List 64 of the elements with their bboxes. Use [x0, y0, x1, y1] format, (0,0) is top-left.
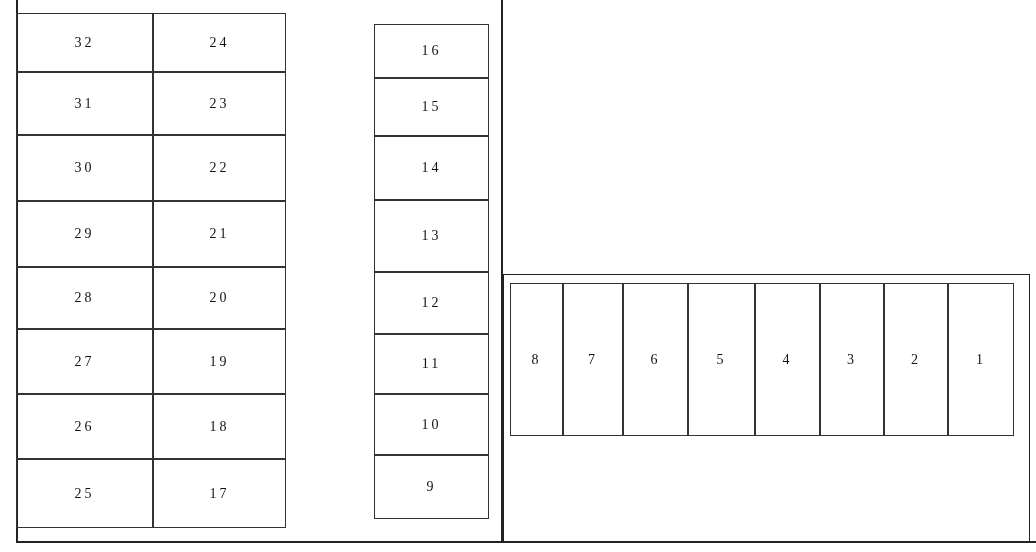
space-number: 6 — [650, 351, 661, 368]
parking-space — [374, 272, 489, 334]
space-number: 16 — [421, 43, 442, 59]
space-number: 31 — [74, 95, 95, 112]
space-number: 14 — [421, 160, 442, 176]
parking-space — [153, 13, 286, 72]
space-number: 22 — [209, 160, 230, 176]
parking-space — [374, 200, 489, 272]
parking-space — [16, 459, 153, 528]
parking-space — [374, 334, 489, 394]
parking-space — [374, 136, 489, 200]
parking-space — [153, 394, 286, 459]
space-number: 28 — [74, 290, 95, 306]
parking-space — [153, 267, 286, 329]
space-number: 8 — [531, 351, 542, 368]
parking-space — [820, 283, 884, 436]
parking-space — [153, 329, 286, 394]
space-number: 32 — [74, 34, 95, 51]
space-number: 3 — [847, 351, 857, 368]
parking-space — [153, 459, 286, 528]
space-number: 20 — [209, 290, 230, 306]
space-number: 17 — [209, 485, 230, 502]
parking-space — [755, 283, 820, 436]
space-number: 18 — [209, 418, 230, 435]
parking-space — [153, 201, 286, 267]
space-number: 15 — [421, 99, 442, 115]
parking-space — [688, 283, 755, 436]
parking-space — [16, 329, 153, 394]
parking-space — [374, 78, 489, 136]
parking-space — [884, 283, 948, 436]
space-number: 23 — [209, 95, 230, 112]
space-number: 26 — [74, 418, 95, 435]
parking-space — [948, 283, 1014, 436]
space-number: 1 — [976, 351, 986, 368]
space-number: 2 — [911, 351, 921, 368]
parking-space — [623, 283, 688, 436]
parking-space — [16, 267, 153, 329]
space-number: 5 — [716, 351, 727, 368]
space-number: 7 — [588, 351, 598, 368]
parking-space — [16, 72, 153, 135]
parking-space — [510, 283, 563, 436]
space-number: 24 — [209, 34, 230, 51]
space-number: 25 — [74, 485, 95, 502]
parking-space — [153, 72, 286, 135]
parking-space — [16, 394, 153, 459]
parking-space — [16, 135, 153, 201]
space-number: 13 — [421, 228, 442, 244]
space-number: 27 — [74, 353, 95, 370]
parking-space — [374, 455, 489, 519]
space-number: 9 — [426, 479, 437, 495]
space-number: 4 — [782, 351, 793, 368]
space-number: 19 — [209, 353, 230, 370]
space-number: 30 — [74, 160, 95, 176]
parking-space — [16, 13, 153, 72]
parking-space — [374, 394, 489, 455]
space-number: 29 — [74, 226, 95, 242]
space-number: 10 — [421, 416, 442, 433]
parking-space — [374, 24, 489, 78]
space-number: 11 — [421, 356, 442, 372]
space-number: 12 — [421, 295, 442, 311]
parking-space — [563, 283, 623, 436]
parking-space — [16, 201, 153, 267]
parking-space — [153, 135, 286, 201]
space-number: 21 — [209, 226, 230, 242]
